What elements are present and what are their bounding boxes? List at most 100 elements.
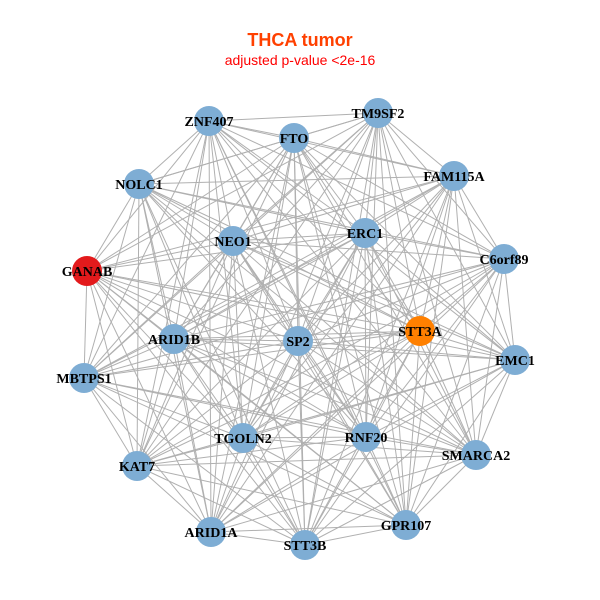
- edge-NOLC1-RNF20: [138, 183, 367, 438]
- edge-GANAB-KAT7: [86, 270, 138, 467]
- node-TM9SF2[interactable]: [363, 98, 393, 128]
- edge-FTO-FAM115A: [293, 137, 455, 177]
- edge-ERC1-ARID1B: [173, 232, 366, 340]
- edge-EMC1-KAT7: [136, 359, 516, 467]
- node-label: STT3A: [398, 325, 442, 340]
- edge-FAM115A-EMC1: [453, 175, 516, 361]
- node-STT3B[interactable]: [290, 530, 320, 560]
- node-ZNF407[interactable]: [194, 106, 224, 136]
- node-TGOLN2[interactable]: [228, 423, 258, 453]
- edge-GANAB-SP2: [86, 270, 299, 342]
- edge-SMARCA2-ARID1A: [210, 454, 477, 533]
- edge-SMARCA2-STT3B: [304, 454, 477, 546]
- edge-FTO-GANAB: [86, 137, 295, 272]
- edge-ARID1B-SMARCA2: [173, 338, 477, 456]
- node-GPR107[interactable]: [391, 510, 421, 540]
- edge-ARID1A-STT3B: [210, 531, 306, 546]
- node-FTO[interactable]: [279, 123, 309, 153]
- edge-C6orf89-SMARCA2: [475, 258, 505, 456]
- edge-TM9SF2-C6orf89: [377, 112, 505, 260]
- edge-NEO1-EMC1: [232, 240, 516, 361]
- node-NOLC1[interactable]: [124, 169, 154, 199]
- edge-C6orf89-SP2: [297, 258, 505, 342]
- edge-FTO-SMARCA2: [293, 137, 477, 456]
- edge-C6orf89-KAT7: [136, 258, 505, 467]
- edge-KAT7-ARID1A: [136, 465, 212, 533]
- edge-ERC1-STT3A: [364, 232, 421, 332]
- node-label: GANAB: [62, 265, 113, 280]
- node-KAT7[interactable]: [122, 451, 152, 481]
- edge-TM9SF2-SMARCA2: [377, 112, 477, 456]
- edge-FTO-NOLC1: [138, 137, 295, 185]
- figure-subtitle: adjusted p-value <2e-16: [224, 52, 376, 68]
- edge-GANAB-SMARCA2: [86, 270, 477, 456]
- node-ERC1[interactable]: [350, 218, 380, 248]
- edge-GANAB-MBTPS1: [83, 270, 88, 379]
- edge-FAM115A-GANAB: [86, 175, 455, 272]
- edge-ZNF407-SMARCA2: [208, 120, 477, 456]
- edge-EMC1-SMARCA2: [475, 359, 516, 456]
- edge-TM9SF2-GANAB: [86, 112, 379, 272]
- edge-NOLC1-ARID1A: [138, 183, 212, 533]
- edge-NEO1-KAT7: [136, 240, 234, 467]
- edge-ARID1B-SP2: [173, 338, 299, 342]
- edge-NOLC1-NEO1: [138, 183, 234, 242]
- edge-FTO-KAT7: [136, 137, 295, 467]
- edge-TM9SF2-KAT7: [136, 112, 379, 467]
- edge-GANAB-TGOLN2: [86, 270, 244, 439]
- edge-GANAB-ARID1A: [86, 270, 212, 533]
- edge-FTO-C6orf89: [293, 137, 505, 260]
- edge-ARID1B-RNF20: [173, 338, 367, 438]
- edge-TM9SF2-GPR107: [377, 112, 407, 526]
- edge-TGOLN2-STT3B: [242, 437, 306, 546]
- edge-C6orf89-ARID1A: [210, 258, 505, 533]
- node-C6orf89[interactable]: [489, 244, 519, 274]
- edge-ZNF407-KAT7: [136, 120, 210, 467]
- node-ARID1B[interactable]: [159, 324, 189, 354]
- edge-NEO1-GPR107: [232, 240, 407, 526]
- node-label: TM9SF2: [352, 107, 405, 122]
- node-GANAB[interactable]: [72, 256, 102, 286]
- edge-FAM115A-NEO1: [232, 175, 455, 242]
- edge-EMC1-STT3B: [304, 359, 516, 546]
- edge-FAM115A-NOLC1: [138, 175, 455, 185]
- node-label: ZNF407: [185, 115, 234, 130]
- node-RNF20[interactable]: [351, 422, 381, 452]
- node-SMARCA2[interactable]: [461, 440, 491, 470]
- edge-SP2-RNF20: [297, 340, 367, 438]
- edge-NOLC1-MBTPS1: [83, 183, 140, 379]
- edge-RNF20-KAT7: [136, 436, 367, 467]
- node-label: FAM115A: [423, 170, 485, 185]
- edge-STT3A-TGOLN2: [242, 330, 421, 439]
- edge-MBTPS1-STT3B: [83, 377, 306, 546]
- edge-NOLC1-STT3A: [138, 183, 421, 332]
- edge-FAM115A-TGOLN2: [242, 175, 455, 439]
- node-label: SP2: [286, 335, 309, 350]
- edge-KAT7-STT3B: [136, 465, 306, 546]
- node-NEO1[interactable]: [218, 226, 248, 256]
- node-EMC1[interactable]: [500, 345, 530, 375]
- edge-ZNF407-SP2: [208, 120, 299, 342]
- edge-NEO1-ARID1B: [173, 240, 234, 340]
- edge-TGOLN2-GPR107: [242, 437, 407, 526]
- node-FAM115A[interactable]: [439, 161, 469, 191]
- edge-ARID1B-ARID1A: [173, 338, 212, 533]
- edge-STT3A-KAT7: [136, 330, 421, 467]
- edge-ZNF407-ARID1B: [173, 120, 210, 340]
- node-label: TGOLN2: [214, 432, 272, 447]
- edge-RNF20-SMARCA2: [365, 436, 477, 456]
- node-STT3A[interactable]: [405, 316, 435, 346]
- edge-FAM115A-GPR107: [405, 175, 455, 526]
- edge-TM9SF2-FAM115A: [377, 112, 455, 177]
- node-MBTPS1[interactable]: [69, 363, 99, 393]
- edge-FTO-ARID1A: [210, 137, 295, 533]
- node-SP2[interactable]: [283, 326, 313, 356]
- edge-SMARCA2-GPR107: [405, 454, 477, 526]
- edge-C6orf89-ARID1B: [173, 258, 505, 340]
- edge-ARID1B-EMC1: [173, 338, 516, 361]
- edge-STT3A-ARID1A: [210, 330, 421, 533]
- node-ARID1A[interactable]: [196, 517, 226, 547]
- node-label: FTO: [280, 132, 309, 147]
- edge-TM9SF2-STT3A: [377, 112, 421, 332]
